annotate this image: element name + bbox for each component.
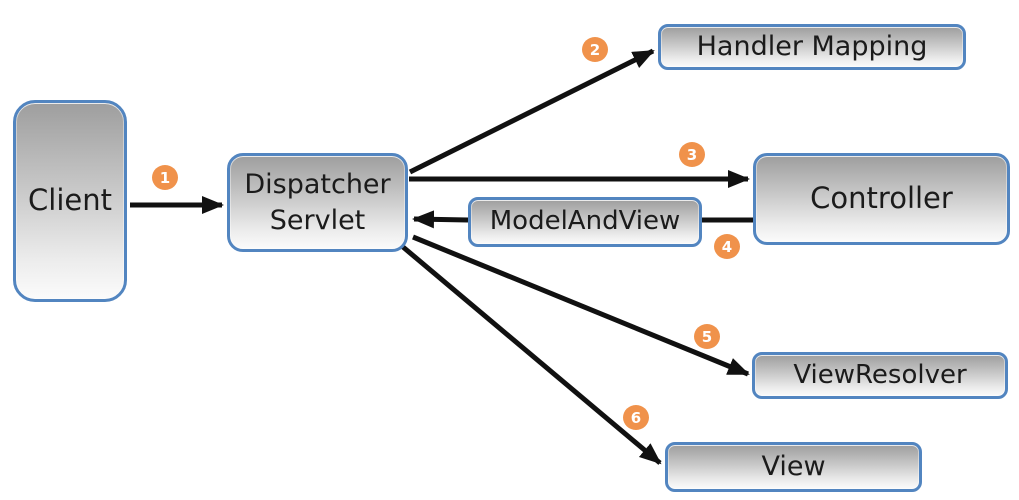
node-view-resolver-label: ViewResolver bbox=[793, 359, 967, 390]
node-dispatcher-servlet: Dispatcher Servlet bbox=[227, 153, 408, 252]
step-badge-6: 6 bbox=[623, 405, 649, 430]
step-badge-5: 5 bbox=[694, 324, 720, 349]
step-badge-1-label: 1 bbox=[159, 168, 171, 187]
step-badge-2-label: 2 bbox=[589, 40, 601, 59]
node-controller: Controller bbox=[753, 153, 1010, 245]
node-view-resolver: ViewResolver bbox=[752, 352, 1008, 399]
node-view: View bbox=[665, 442, 922, 492]
step-badge-3: 3 bbox=[679, 142, 705, 167]
step-badge-4: 4 bbox=[714, 234, 740, 259]
arrow-dispatcher-to-handler-mapping bbox=[408, 48, 655, 175]
step-badge-6-label: 6 bbox=[630, 408, 642, 427]
arrow-modelandview-to-dispatcher bbox=[412, 210, 469, 229]
node-model-and-view-label: ModelAndView bbox=[489, 206, 681, 237]
step-badge-3-label: 3 bbox=[686, 145, 698, 164]
node-model-and-view: ModelAndView bbox=[468, 197, 702, 247]
node-handler-mapping-label: Handler Mapping bbox=[696, 31, 928, 63]
step-badge-1: 1 bbox=[152, 165, 178, 190]
node-view-label: View bbox=[761, 451, 826, 483]
step-badge-4-label: 4 bbox=[721, 237, 733, 256]
node-client: Client bbox=[13, 100, 127, 302]
step-badge-5-label: 5 bbox=[701, 327, 713, 346]
arrow-dispatcher-to-viewresolver bbox=[412, 234, 750, 377]
node-dispatcher-servlet-label: Dispatcher Servlet bbox=[244, 169, 391, 236]
node-client-label: Client bbox=[28, 183, 112, 218]
node-controller-label: Controller bbox=[810, 181, 953, 216]
node-handler-mapping: Handler Mapping bbox=[658, 24, 966, 70]
step-badge-2: 2 bbox=[582, 37, 608, 62]
arrow-dispatcher-to-view bbox=[401, 245, 662, 465]
